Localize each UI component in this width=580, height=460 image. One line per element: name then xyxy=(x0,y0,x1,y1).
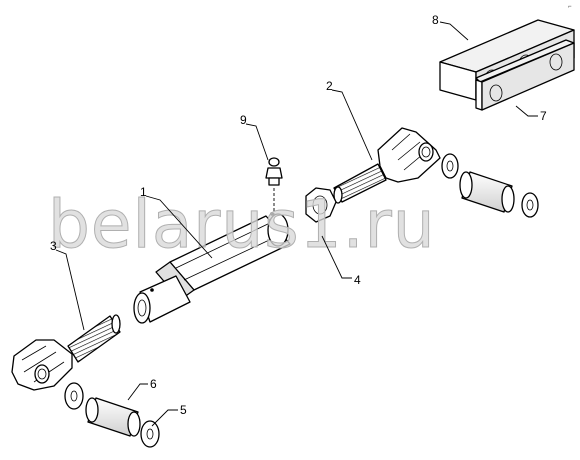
watermark-text: belarus1.ru xyxy=(48,186,436,263)
callout-8: 8 xyxy=(432,13,439,27)
lower-clevis xyxy=(11,314,121,391)
callout-9: 9 xyxy=(240,113,247,127)
callout-2: 2 xyxy=(326,79,333,93)
corner-mark: ⌐ xyxy=(568,4,572,10)
lower-pin xyxy=(85,397,141,437)
callout-labels: 1 2 3 4 5 6 7 8 9 xyxy=(50,13,547,417)
upper-washer-left xyxy=(441,153,459,179)
callout-4: 4 xyxy=(354,273,361,287)
callout-6: 6 xyxy=(150,377,157,391)
plate-lower xyxy=(475,39,575,111)
lower-washer xyxy=(64,382,84,410)
callout-5: 5 xyxy=(180,403,187,417)
callout-3: 3 xyxy=(50,239,57,253)
hex-nut xyxy=(305,187,337,223)
callout-1: 1 xyxy=(140,185,147,199)
upper-clevis xyxy=(333,127,441,204)
callout-7: 7 xyxy=(540,109,547,123)
upper-pin xyxy=(459,171,515,213)
leader-lines xyxy=(55,21,538,427)
grease-nipple xyxy=(265,157,283,220)
lower-clip xyxy=(140,420,160,448)
main-tube xyxy=(133,212,291,324)
upper-washer-right xyxy=(521,192,539,218)
